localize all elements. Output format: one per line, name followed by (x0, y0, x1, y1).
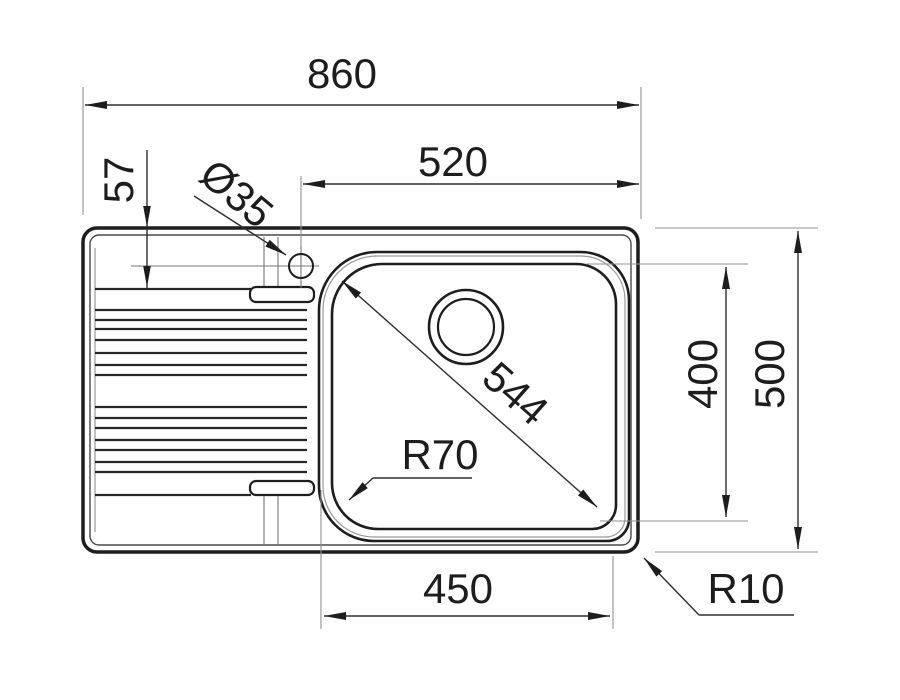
dim-label-860: 860 (307, 50, 377, 97)
drainboard-bottom-channel-tab (248, 479, 316, 497)
dimension-overall-depth: 500 (655, 227, 818, 553)
drain-hole-inner (436, 297, 496, 357)
dimension-bowl-width: 450 (320, 490, 614, 629)
dim-label-d35: Ø35 (191, 150, 282, 237)
dimension-sink-corner-radius: R10 (643, 557, 794, 616)
dimension-faucet-hole-diameter: Ø35 (191, 150, 287, 256)
dim-label-450: 450 (423, 565, 493, 612)
dimension-faucet-to-right-edge: 520 (300, 138, 639, 246)
dim-label-r70: R70 (401, 431, 478, 478)
dimension-bowl-corner-radius: R70 (348, 431, 479, 501)
drain-hole-outer (427, 288, 505, 366)
dimension-overall-width: 860 (82, 50, 642, 219)
dim-label-r10: R10 (707, 565, 784, 612)
sink-body-outline (81, 226, 640, 554)
drainboard (95, 237, 316, 544)
faucet-hole (131, 246, 319, 288)
dimension-faucet-edge-offset: 57 (95, 150, 151, 289)
dim-label-500: 500 (746, 339, 793, 409)
dimension-bowl-depth: 400 (586, 263, 748, 522)
dim-label-520: 520 (418, 138, 488, 185)
dim-label-400: 400 (679, 339, 726, 409)
dim-label-57: 57 (95, 157, 142, 204)
drainboard-top-channel-tab (248, 285, 316, 304)
sink-bowl (317, 250, 631, 543)
dim-label-544: 544 (474, 353, 558, 435)
